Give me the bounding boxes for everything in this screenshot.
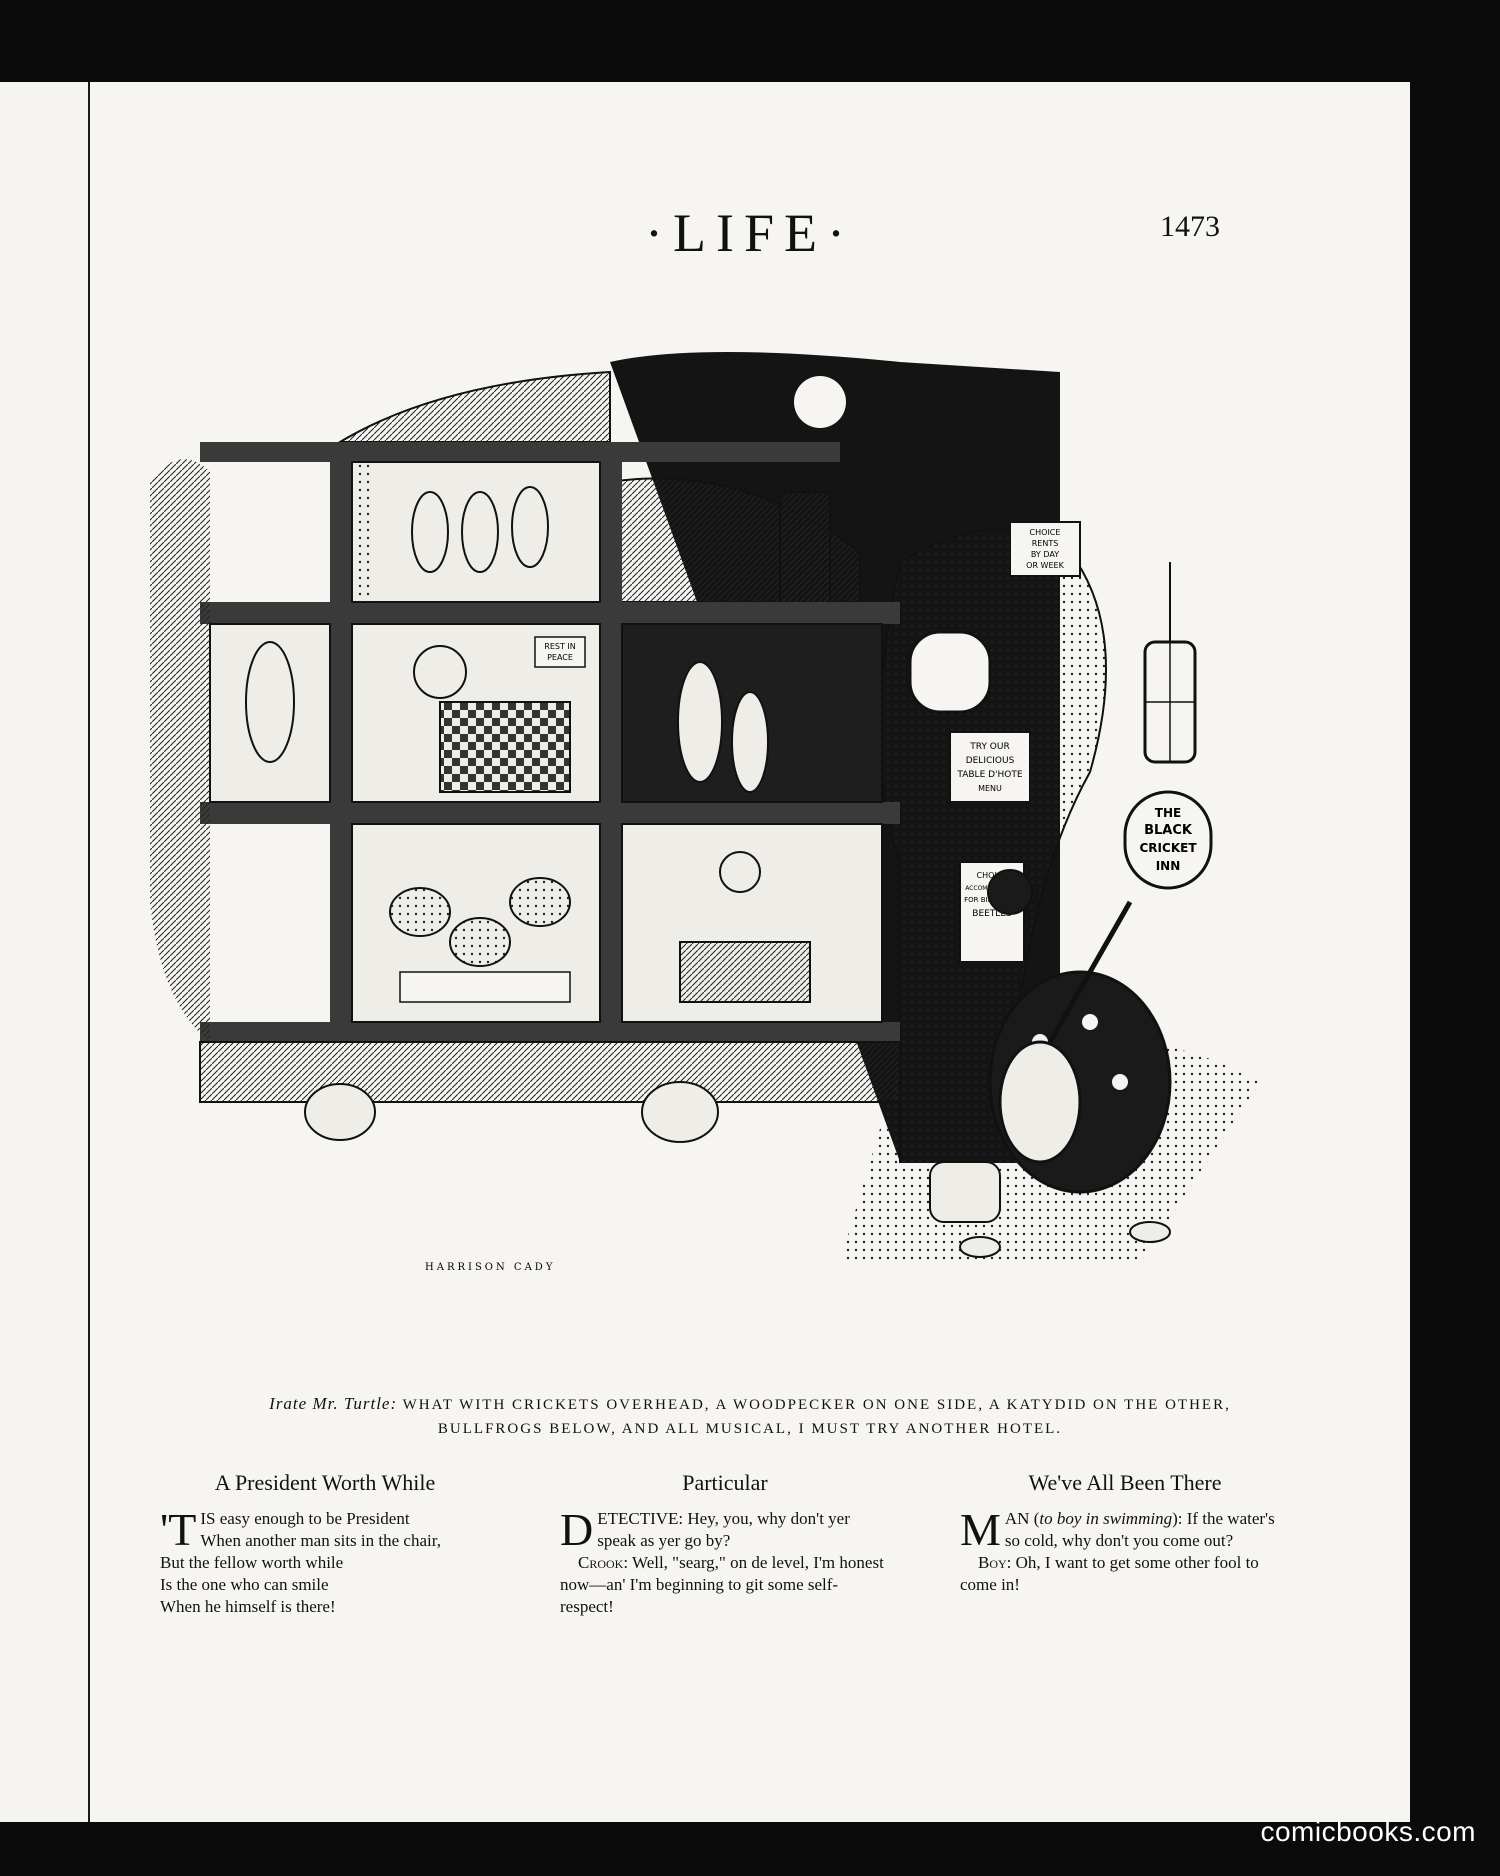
turtle-head (987, 869, 1033, 915)
article-particular: Particular D ETECTIVE: Hey, you, why don… (560, 1470, 890, 1618)
svg-text:INN: INN (1156, 859, 1181, 873)
svg-text:BLACK: BLACK (1144, 823, 1193, 838)
room-turtle: REST IN PEACE (351, 623, 601, 803)
sign-rest-in-peace-line1: REST IN (544, 642, 575, 651)
svg-text:BEETLES: BEETLES (972, 909, 1012, 919)
article-been-there: We've All Been There M AN (to boy in swi… (960, 1470, 1290, 1596)
svg-text:BY DAY: BY DAY (1031, 550, 1059, 559)
svg-text:TRY OUR: TRY OUR (969, 742, 1009, 752)
sign-choice-rents: CHOICE RENTS BY DAY OR WEEK (1009, 521, 1081, 577)
dropcap: D (560, 1504, 594, 1555)
svg-text:THE: THE (1155, 806, 1181, 820)
svg-text:DELICIOUS: DELICIOUS (966, 756, 1015, 766)
flower-pot-right (641, 1081, 719, 1143)
masthead: ·LIFE· (645, 203, 855, 263)
thatched-roof (336, 370, 611, 443)
svg-text:MENU: MENU (978, 784, 1002, 793)
dropcap: M (960, 1504, 1001, 1555)
article-title: We've All Been There (1028, 1470, 1222, 1495)
dropcap: 'T (160, 1504, 197, 1555)
watermark: comicbooks.com (1260, 1816, 1476, 1847)
svg-text:RENTS: RENTS (1032, 539, 1059, 548)
hanging-lantern (1143, 562, 1197, 764)
guitar (998, 1040, 1082, 1164)
svg-text:CHOICE: CHOICE (977, 871, 1008, 880)
tree-window (908, 630, 992, 714)
timber-frame (200, 442, 900, 1042)
caption-speaker: Irate Mr. Turtle: (269, 1394, 398, 1413)
svg-text:CHOICE: CHOICE (1030, 528, 1061, 537)
magazine-page: ·LIFE· 1473 (90, 82, 1410, 1822)
sign-rest-in-peace-line2: PEACE (547, 653, 573, 662)
room-katydid (621, 623, 883, 803)
foliage-left (150, 459, 210, 1043)
room-bullfrogs (351, 823, 601, 1023)
sign-menu: TRY OUR DELICIOUS TABLE D'HOTE MENU (949, 731, 1031, 803)
svg-text:OR WEEK: OR WEEK (1026, 561, 1064, 570)
artist-signature: HARRISON CADY (425, 1262, 555, 1273)
moon (794, 376, 846, 428)
turtle-traveler (929, 869, 1172, 1258)
luggage-bag (929, 1161, 1001, 1223)
caption-line2: BULLFROGS BELOW, AND ALL MUSICAL, I MUST… (437, 1421, 1063, 1437)
page-number: 1473 (1160, 210, 1220, 243)
svg-text:TABLE D'HOTE: TABLE D'HOTE (956, 770, 1022, 780)
left-page-edge (0, 82, 91, 1822)
sign-black-cricket-inn: THE BLACK CRICKET INN (1123, 790, 1213, 890)
flower-pot-left (304, 1083, 376, 1141)
room-crickets (351, 461, 601, 603)
article-president: A President Worth While 'T IS easy enoug… (160, 1470, 490, 1618)
room-clerk (621, 823, 883, 1023)
caption-line1: WHAT WITH CRICKETS OVERHEAD, A WOODPECKE… (402, 1397, 1231, 1413)
stone-foundation (199, 1041, 901, 1103)
article-title: Particular (682, 1470, 768, 1495)
room-woodpecker (209, 623, 331, 803)
svg-text:CRICKET: CRICKET (1140, 841, 1198, 855)
hotel-illustration: REST IN PEACE CHOICE RENTS (150, 352, 1260, 1273)
illustration-caption: Irate Mr. Turtle: WHAT WITH CRICKETS OVE… (90, 1392, 1410, 1441)
article-title: A President Worth While (214, 1470, 436, 1495)
